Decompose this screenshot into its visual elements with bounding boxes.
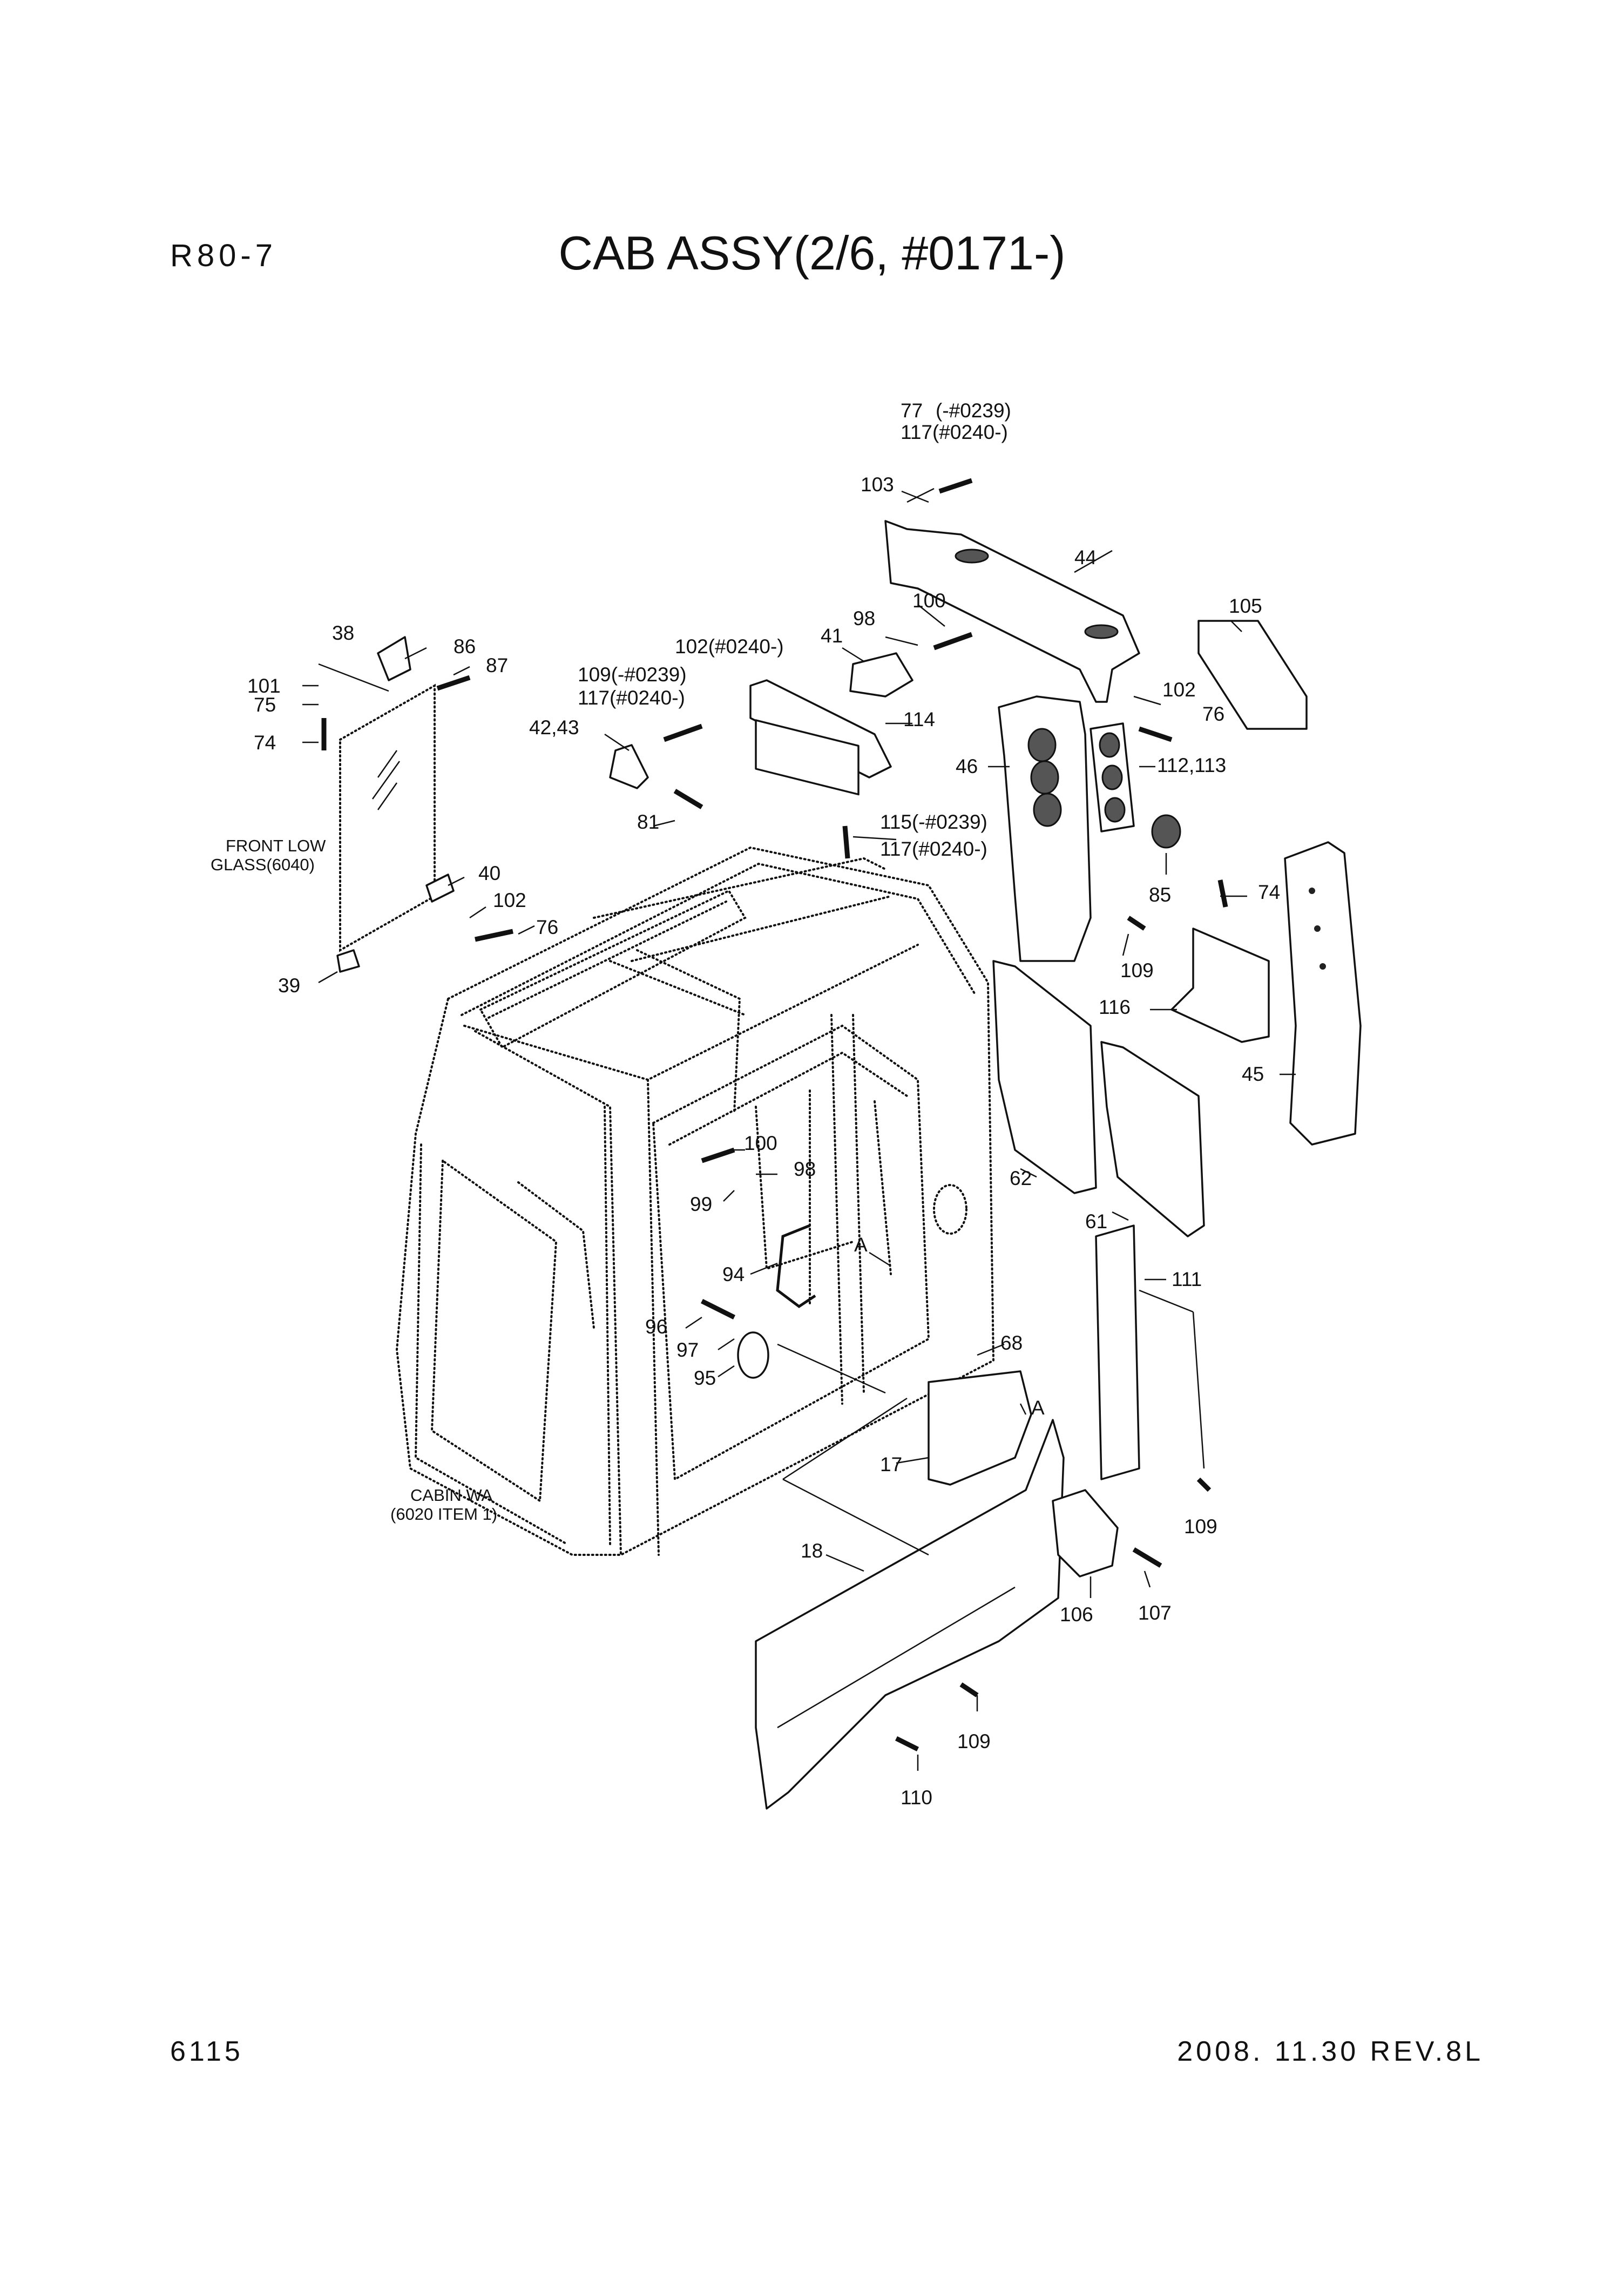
callout-38: 38 (332, 622, 354, 644)
callout-75: 75 (254, 694, 276, 716)
callout-99: 99 (690, 1193, 712, 1215)
bracket-40 (425, 874, 455, 903)
callout-105: 105 (1229, 595, 1262, 617)
note-front-low-glass-line2: GLASS(6040) (211, 855, 315, 874)
callout-42-43: 42,43 (529, 716, 579, 739)
grab-handle (776, 1224, 816, 1309)
callout-85: 85 (1149, 884, 1171, 906)
front-low-glass (339, 683, 436, 952)
cabin-frame (395, 846, 995, 1556)
callout-41: 41 (821, 625, 843, 647)
rear-top-cover (884, 520, 1140, 703)
filter-pad (1197, 620, 1308, 730)
rear-panel-61 (1100, 1041, 1205, 1237)
mounting-plate (1170, 928, 1270, 1043)
grommet (737, 1331, 769, 1379)
callout-76-left: 76 (536, 916, 558, 938)
callout-102-top: 102(#0240-) (675, 635, 784, 658)
callout-115: 115(-#0239) (880, 811, 987, 833)
callout-102-left: 102 (493, 889, 526, 911)
callout-103: 103 (861, 473, 894, 496)
callout-98-cab: 98 (794, 1158, 816, 1180)
callout-94: 94 (722, 1263, 745, 1285)
fasteners (321, 478, 1228, 1752)
callout-109-top: 109(-#0239) (578, 664, 687, 686)
callout-110: 110 (901, 1786, 932, 1809)
callout-62: 62 (1010, 1167, 1032, 1189)
callout-17: 17 (880, 1453, 902, 1475)
callout-96: 96 (645, 1316, 667, 1338)
leader-lines (302, 488, 1296, 1771)
note-cabin-line2: (6020 ITEM 1) (390, 1505, 497, 1524)
callout-39: 39 (278, 974, 300, 997)
bracket-41 (849, 652, 914, 698)
note-cabin-line1: CABIN WA (410, 1486, 492, 1505)
left-duct (998, 695, 1092, 962)
callout-100-top: 100 (912, 590, 946, 612)
callout-107: 107 (1138, 1602, 1172, 1624)
callout-111: 111 (1172, 1268, 1202, 1290)
callout-102-mid: 102 (1162, 679, 1196, 701)
callout-95: 95 (694, 1367, 716, 1389)
reference-notes: FRONT LOW GLASS(6040) CABIN WA (6020 ITE… (211, 836, 497, 1524)
callout-112-113: 112,113 (1157, 754, 1226, 776)
small-bracket (609, 744, 649, 789)
callout-77-range: (-#0239) (936, 400, 1011, 422)
callout-77: 77 (901, 400, 923, 422)
stopper-39 (336, 949, 360, 973)
latch-38 (377, 636, 411, 681)
callout-109-low: 109 (957, 1730, 991, 1752)
callout-61: 61 (1085, 1210, 1107, 1233)
side-console (755, 1419, 1065, 1810)
callout-labels: 77 (-#0239) 117(#0240-) 103 44 105 100 9… (247, 400, 1280, 1809)
callout-A-panel: A (1031, 1397, 1045, 1419)
callout-109-right: 109 (1184, 1515, 1217, 1538)
rear-panel-62 (992, 960, 1097, 1194)
side-strip (1095, 1224, 1140, 1480)
callout-74-left: 74 (254, 732, 276, 754)
callout-117-top: 117(#0240-) (901, 421, 1008, 443)
revision-date: 2008. 11.30 REV.8L (1177, 2036, 1484, 2067)
callout-46: 46 (956, 755, 978, 777)
page-title: CAB ASSY(2/6, #0171-) (558, 226, 1066, 280)
callout-44: 44 (1074, 546, 1097, 568)
callout-114: 114 (903, 708, 935, 730)
callout-76-mid: 76 (1202, 703, 1224, 725)
callout-86: 86 (454, 635, 476, 658)
callout-81: 81 (637, 811, 659, 833)
callout-18: 18 (801, 1540, 823, 1562)
model-code: R80-7 (170, 238, 277, 273)
callout-109-mid: 109 (1120, 959, 1154, 981)
callout-45: 45 (1242, 1063, 1264, 1085)
callout-117-low: 117(#0240-) (880, 838, 987, 860)
callout-87: 87 (486, 654, 508, 676)
callout-101: 101 (247, 675, 281, 697)
right-duct (1284, 841, 1362, 1146)
note-front-low-glass-line1: FRONT LOW (226, 836, 326, 855)
callout-116: 116 (1099, 996, 1131, 1018)
clip-106 (1052, 1489, 1119, 1578)
callout-74-right: 74 (1258, 881, 1280, 903)
callout-40: 40 (478, 862, 500, 884)
callout-117-mid: 117(#0240-) (578, 687, 685, 709)
callout-68: 68 (1000, 1332, 1023, 1354)
callout-100-cab: 100 (744, 1132, 777, 1154)
callout-A-cab: A (854, 1234, 868, 1256)
callout-98-top: 98 (853, 607, 875, 629)
side-pad (928, 1370, 1032, 1486)
callout-97: 97 (676, 1339, 699, 1361)
page-number: 6115 (170, 2036, 243, 2067)
callout-106: 106 (1060, 1603, 1093, 1626)
